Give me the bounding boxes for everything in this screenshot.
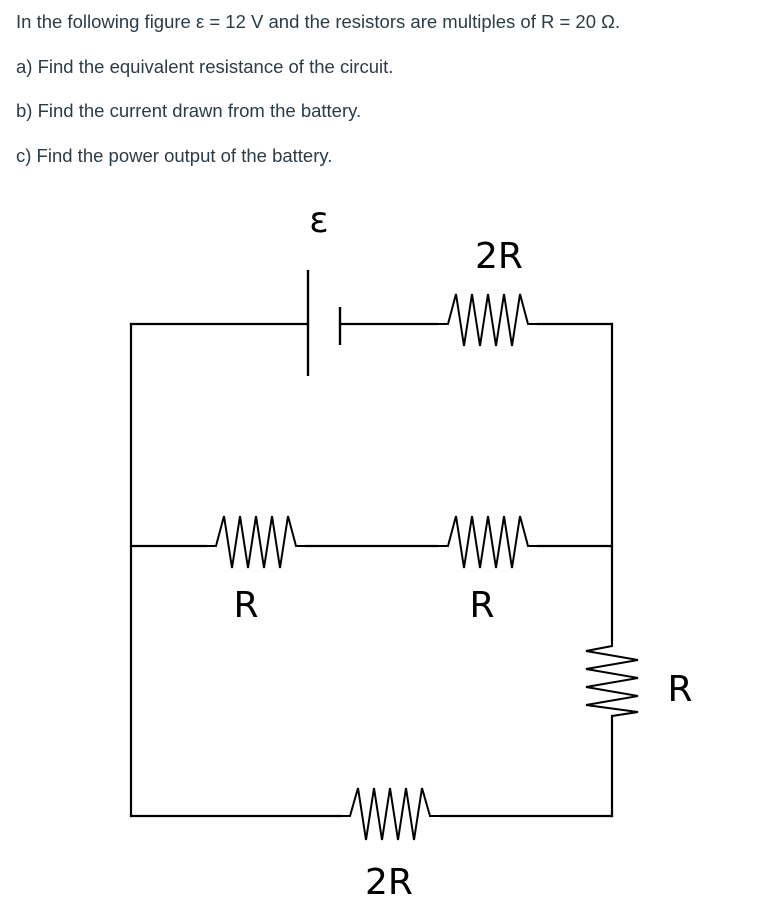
question-part-a: a) Find the equivalent resistance of the… — [16, 56, 394, 77]
resistor-bottom-label: 2R — [365, 862, 413, 902]
resistor-middle-right-label: R — [469, 585, 494, 626]
question-intro: In the following figure ε = 12 V and the… — [16, 11, 621, 32]
resistor-middle-left-r — [206, 515, 306, 569]
question-part-c: c) Find the power output of the battery. — [16, 145, 333, 166]
circuit-wires — [129, 322, 614, 818]
resistor-middle-left-label: R — [233, 585, 258, 626]
resistor-right-r — [585, 640, 639, 717]
resistor-bottom-2r — [341, 787, 441, 841]
resistor-top-label: 2R — [475, 236, 523, 277]
battery-label: ε — [309, 200, 328, 241]
battery-symbol — [306, 270, 342, 376]
resistor-top-2r — [437, 293, 538, 347]
resistor-right-label: R — [667, 669, 692, 710]
question-part-b: b) Find the current drawn from the batte… — [16, 100, 362, 121]
resistor-middle-right-r — [437, 515, 538, 569]
